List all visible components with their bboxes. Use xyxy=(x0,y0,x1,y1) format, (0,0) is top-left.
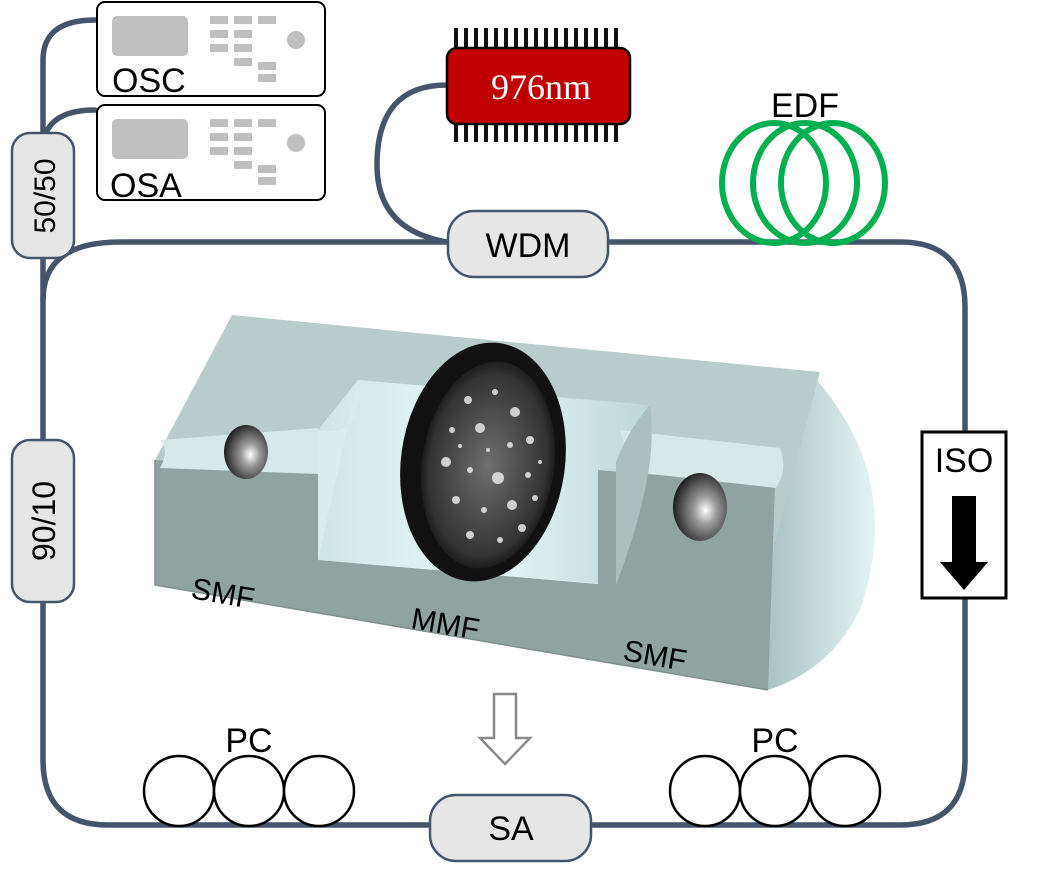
wdm-component: WDM xyxy=(446,209,610,279)
sa-label: SA xyxy=(488,810,534,848)
osa-label: OSA xyxy=(110,167,182,205)
smf-left-core xyxy=(224,425,268,479)
osc-label: OSC xyxy=(112,62,186,100)
osc-instrument: OSC xyxy=(96,1,326,100)
mmf-speckle xyxy=(421,361,555,569)
osc-screen xyxy=(112,16,188,56)
iso-label: ISO xyxy=(935,442,994,480)
pc-left xyxy=(142,754,356,828)
isolator: ISO xyxy=(920,430,1008,600)
coupler-top-label: 50/50 xyxy=(29,158,62,233)
pc-left-label: PC xyxy=(225,722,272,760)
right-channel xyxy=(616,430,784,488)
coupler-90-10: 90/10 xyxy=(10,438,76,604)
down-arrow-icon xyxy=(477,692,533,766)
osa-screen xyxy=(112,119,188,159)
groove-left-wall xyxy=(318,380,359,560)
wdm-label: WDM xyxy=(486,227,571,265)
chip-pins xyxy=(454,28,618,142)
osc-knob-icon xyxy=(287,31,305,49)
pump-fiber xyxy=(374,82,450,245)
osa-instrument: OSA xyxy=(96,104,326,205)
groove-right-wall xyxy=(616,405,652,585)
edf-coil-icon xyxy=(719,120,888,246)
osc-fiber xyxy=(40,17,98,303)
edf-label: EDF xyxy=(771,87,839,125)
sa-component: SA xyxy=(428,793,593,863)
coupler-50-50: 50/50 xyxy=(10,131,76,260)
iso-arrow-down-icon xyxy=(940,496,988,590)
pc-right xyxy=(668,754,882,828)
osc-button-grid xyxy=(210,16,276,82)
sa-structure-3d: SMF MMF SMF xyxy=(154,315,875,691)
osa-button-grid xyxy=(210,119,276,185)
pc-right-label: PC xyxy=(751,722,798,760)
mmf-speckle-dots xyxy=(441,389,542,543)
osa-knob-icon xyxy=(287,134,305,152)
smf-right-core xyxy=(673,473,727,541)
pump-laser-chip: 976nm xyxy=(445,28,632,142)
pump-label: 976nm xyxy=(491,67,591,107)
coupler-side-label: 90/10 xyxy=(26,481,62,561)
